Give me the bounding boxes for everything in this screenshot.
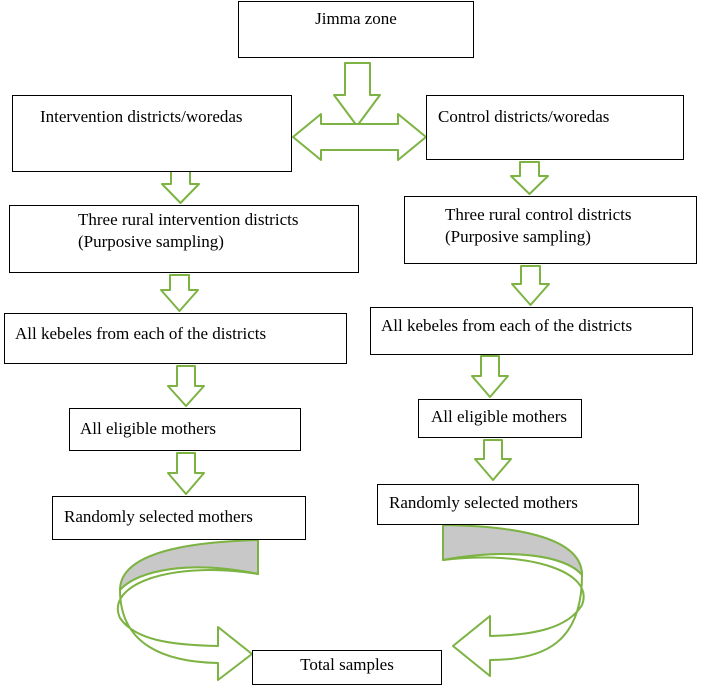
down-arrow-icon <box>471 355 509 398</box>
mothers-right-box: All eligible mothers <box>418 399 582 438</box>
curved-arrow-right-icon <box>442 524 585 677</box>
three-intervention-line2: (Purposive sampling) <box>78 232 224 251</box>
kebeles-left-box: All kebeles from each of the districts <box>4 313 347 364</box>
three-intervention-districts-box: Three rural intervention districts (Purp… <box>9 205 359 273</box>
random-right-box: Randomly selected mothers <box>377 484 639 525</box>
three-control-line1: Three rural control districts <box>445 205 632 224</box>
mothers-left-box: All eligible mothers <box>69 408 301 451</box>
random-left-label: Randomly selected mothers <box>64 507 253 526</box>
kebeles-right-box: All kebeles from each of the districts <box>370 307 693 355</box>
mothers-right-label: All eligible mothers <box>431 407 567 426</box>
down-arrow-icon <box>161 169 200 204</box>
mothers-left-label: All eligible mothers <box>80 419 216 438</box>
three-control-line2: (Purposive sampling) <box>445 227 591 246</box>
jimma-zone-box: Jimma zone <box>238 1 474 58</box>
down-arrow-icon <box>510 161 549 195</box>
total-samples-label: Total samples <box>300 655 394 674</box>
random-left-box: Randomly selected mothers <box>52 496 306 540</box>
intervention-districts-box: Intervention districts/woredas <box>12 95 292 172</box>
down-arrow-icon <box>167 452 205 495</box>
random-right-label: Randomly selected mothers <box>389 493 578 512</box>
kebeles-left-label: All kebeles from each of the districts <box>15 324 267 343</box>
three-intervention-line1: Three rural intervention districts <box>78 210 299 229</box>
jimma-zone-label: Jimma zone <box>315 9 397 28</box>
down-arrow-icon <box>160 274 199 312</box>
total-samples-box: Total samples <box>252 650 442 685</box>
three-control-districts-box: Three rural control districts (Purposive… <box>404 196 697 264</box>
intervention-districts-label: Intervention districts/woredas <box>40 107 243 126</box>
down-arrow-icon <box>511 265 550 306</box>
curved-arrow-left-icon <box>116 539 259 681</box>
down-arrow-icon <box>167 365 205 407</box>
control-districts-box: Control districts/woredas <box>426 95 684 160</box>
down-arrow-icon <box>474 439 512 481</box>
kebeles-right-label: All kebeles from each of the districts <box>381 316 633 335</box>
down-arrow-icon <box>333 62 381 127</box>
control-districts-label: Control districts/woredas <box>438 107 610 126</box>
